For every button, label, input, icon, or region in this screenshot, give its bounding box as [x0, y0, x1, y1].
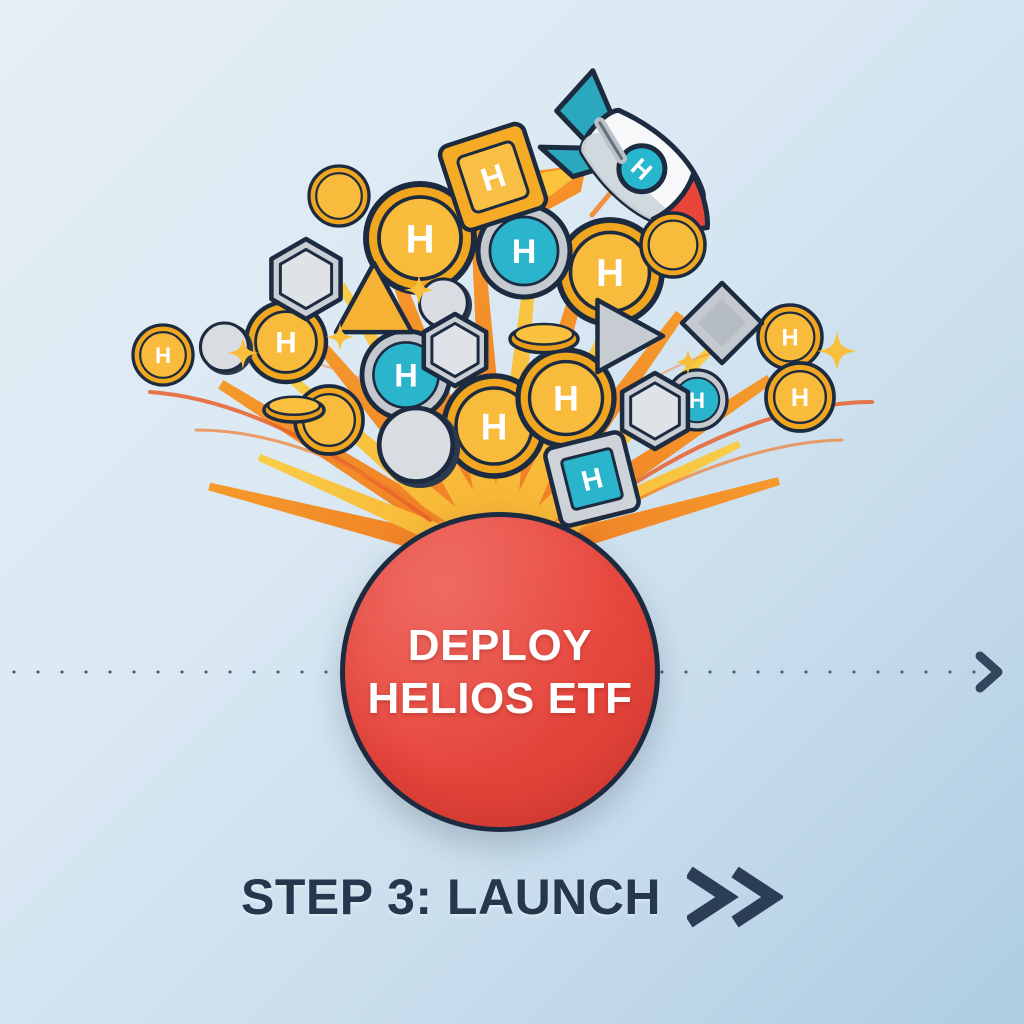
svg-text:H: H	[406, 217, 435, 261]
deploy-helios-etf-button[interactable]: DEPLOY HELIOS ETF	[340, 512, 660, 832]
coin-teal-h: H	[475, 202, 573, 300]
coin-blank-silver	[376, 405, 460, 488]
shape-triangle-silver	[595, 297, 666, 375]
coin-blank-silver	[198, 321, 253, 375]
sparkle-icon	[404, 275, 434, 305]
step-caption-text: STEP 3: LAUNCH	[240, 869, 661, 925]
shape-hexagon-silver	[421, 311, 489, 389]
coin-gold-h-small: H	[764, 361, 836, 433]
svg-text:H: H	[791, 384, 809, 412]
coin-gold-h: H	[243, 299, 329, 385]
sparkle-icon	[326, 323, 354, 351]
deploy-button-line2: HELIOS ETF	[367, 674, 633, 723]
coin-blank-gold	[639, 211, 707, 279]
shape-hexagon-silver	[619, 370, 691, 452]
sparkle-icon	[675, 349, 701, 375]
token-square-teal-h: H	[543, 430, 641, 528]
coin-edge-gold	[262, 395, 326, 424]
coin-gold-h: H	[515, 347, 617, 449]
svg-text:H: H	[512, 233, 537, 271]
svg-text:H: H	[155, 343, 171, 368]
svg-text:H: H	[394, 357, 418, 394]
svg-text:H: H	[596, 252, 624, 295]
coin-gold-h: H	[363, 181, 477, 295]
deploy-button-line1: DEPLOY	[407, 620, 593, 670]
double-chevron-right-icon	[687, 866, 783, 928]
svg-text:H: H	[275, 327, 296, 360]
shape-hexagon-silver	[269, 236, 343, 322]
svg-text:H: H	[689, 388, 705, 413]
svg-text:H: H	[481, 405, 508, 447]
sparkle-icon	[227, 337, 259, 369]
shape-triangle-gold	[333, 260, 415, 335]
sparkle-icon	[817, 331, 857, 371]
shape-diamond-silver	[679, 280, 765, 366]
svg-text:H: H	[781, 325, 798, 351]
coin-blank-gold	[307, 164, 371, 228]
coin-edge-gold	[508, 322, 580, 355]
coin-gold-h: H	[555, 217, 665, 327]
token-square-gold-h: H	[437, 121, 549, 233]
coin-gold-h-small: H	[756, 303, 824, 371]
coin-gold-h-small: H	[131, 323, 195, 387]
coin-gold-h: H	[441, 373, 547, 479]
step-caption: STEP 3: LAUNCH	[0, 866, 1024, 928]
svg-text:H: H	[553, 379, 579, 419]
